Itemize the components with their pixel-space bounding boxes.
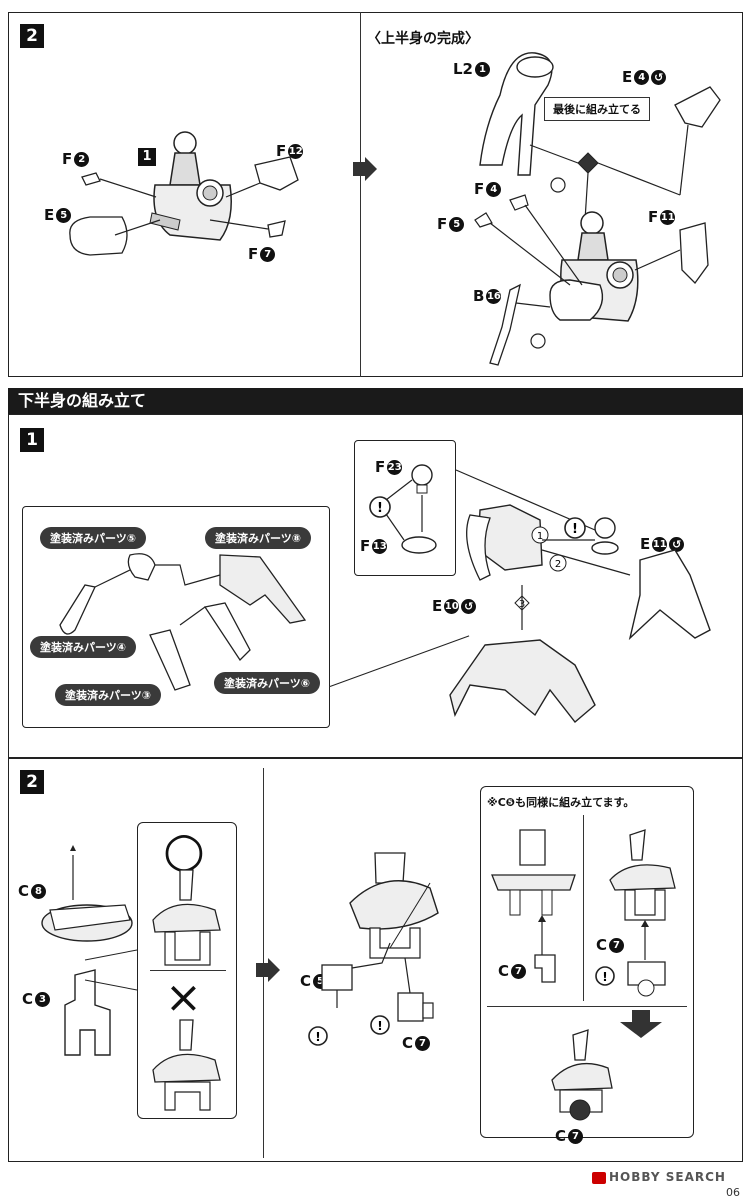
top-sub-step-number: 1	[138, 148, 156, 166]
upper-body-complete-drawing	[474, 52, 721, 366]
top-divider	[360, 12, 361, 377]
top-step-number: 2	[20, 24, 44, 48]
step2-flow-arrow-head	[268, 958, 280, 982]
top-flow-arrow-body	[353, 162, 365, 176]
painted-part-6-label: 塗装済みパーツ⑥	[214, 672, 321, 694]
upper-torso-assembly-drawing	[69, 131, 299, 256]
painted-part-8-label: 塗装済みパーツ⑧	[205, 527, 312, 549]
hip-joint-inset-drawing: !	[369, 464, 437, 554]
painted-part-5-label: 塗装済みパーツ⑤	[40, 527, 147, 549]
step2-left-parts-drawing	[41, 845, 133, 1056]
hook-icon: ↺	[669, 536, 685, 552]
orientation-examples-drawing	[152, 869, 221, 1111]
order-mark-1: 1	[537, 531, 543, 542]
hook-icon: ↺	[461, 598, 477, 614]
painted-parts-drawing	[59, 553, 307, 691]
hook-icon: ↺	[651, 69, 667, 85]
painted-part-3-label: 塗装済みパーツ③	[55, 684, 162, 706]
callout-lines	[84, 949, 138, 991]
lower-step1-number: 1	[20, 428, 44, 452]
caution-mark: !	[572, 522, 578, 537]
upper-body-complete-title: 〈上半身の完成〉	[367, 31, 479, 47]
assemble-last-callout: 最後に組み立てる	[544, 97, 650, 121]
correct-mark: ○	[163, 822, 205, 878]
lower-body-assembly-header: 下半身の組み立て	[8, 388, 743, 414]
lower-body-step1-drawing: 1 2 3 !	[449, 469, 711, 724]
orientation-divider	[150, 970, 226, 971]
caution-mark: !	[377, 1019, 382, 1033]
order-mark-2: 2	[555, 559, 561, 570]
hobby-search-logo: HOBBY SEARCH	[592, 1170, 726, 1184]
caution-mark: !	[602, 970, 607, 984]
page-number: 06	[726, 1186, 740, 1199]
wrong-mark: ×	[165, 972, 202, 1023]
painted-part-4-label: 塗装済みパーツ④	[30, 636, 137, 658]
top-flow-arrow-head	[365, 157, 377, 181]
c5-box-drawing: !	[491, 829, 676, 1121]
step2-flow-arrow-body	[256, 963, 268, 977]
c5-same-note: ※C❺も同様に組み立てます。	[487, 796, 635, 809]
logo-mark-icon	[592, 1171, 606, 1184]
step2-middle-drawing: ! !	[308, 852, 439, 1046]
svg-text:!: !	[377, 501, 383, 516]
caution-mark: !	[315, 1030, 320, 1044]
lower-step2-number: 2	[20, 770, 44, 794]
c5-box-hdivider	[487, 1006, 687, 1007]
c5-box-vdivider	[583, 815, 584, 1001]
